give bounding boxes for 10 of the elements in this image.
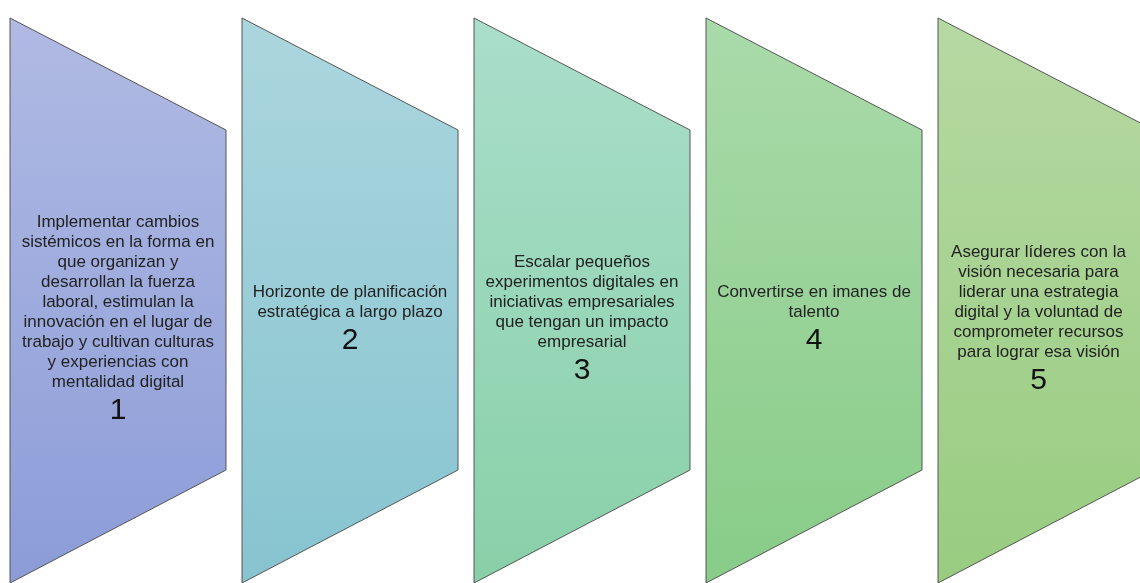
step-number: 1 [109,391,127,426]
step-description: Escalar pequeños experimentos digitales en iniciativas empresariales que tengan un impacto empresarial [484,251,680,352]
step-description: Horizonte de planificación estratégica a largo plazo [251,281,449,322]
step-description: Implementar cambios sistémicos en la forma en que organizan y desarrollan la fuerza laboral, estimulan la innovación en el lugar de trabajo y cultivan culturas y experiencias con mentalidad digital [20,211,216,392]
step-number: 5 [1030,361,1047,396]
step-description: Convertirse en imanes de talento [716,281,912,322]
step-number: 4 [805,321,823,356]
step-number: 3 [573,351,591,386]
step-number: 2 [341,321,359,356]
step-description: Asegurar líderes con la visión necesaria para liderar una estrategia digital y la voluntad de comprometer recursos para lograr esa visión [950,241,1127,362]
